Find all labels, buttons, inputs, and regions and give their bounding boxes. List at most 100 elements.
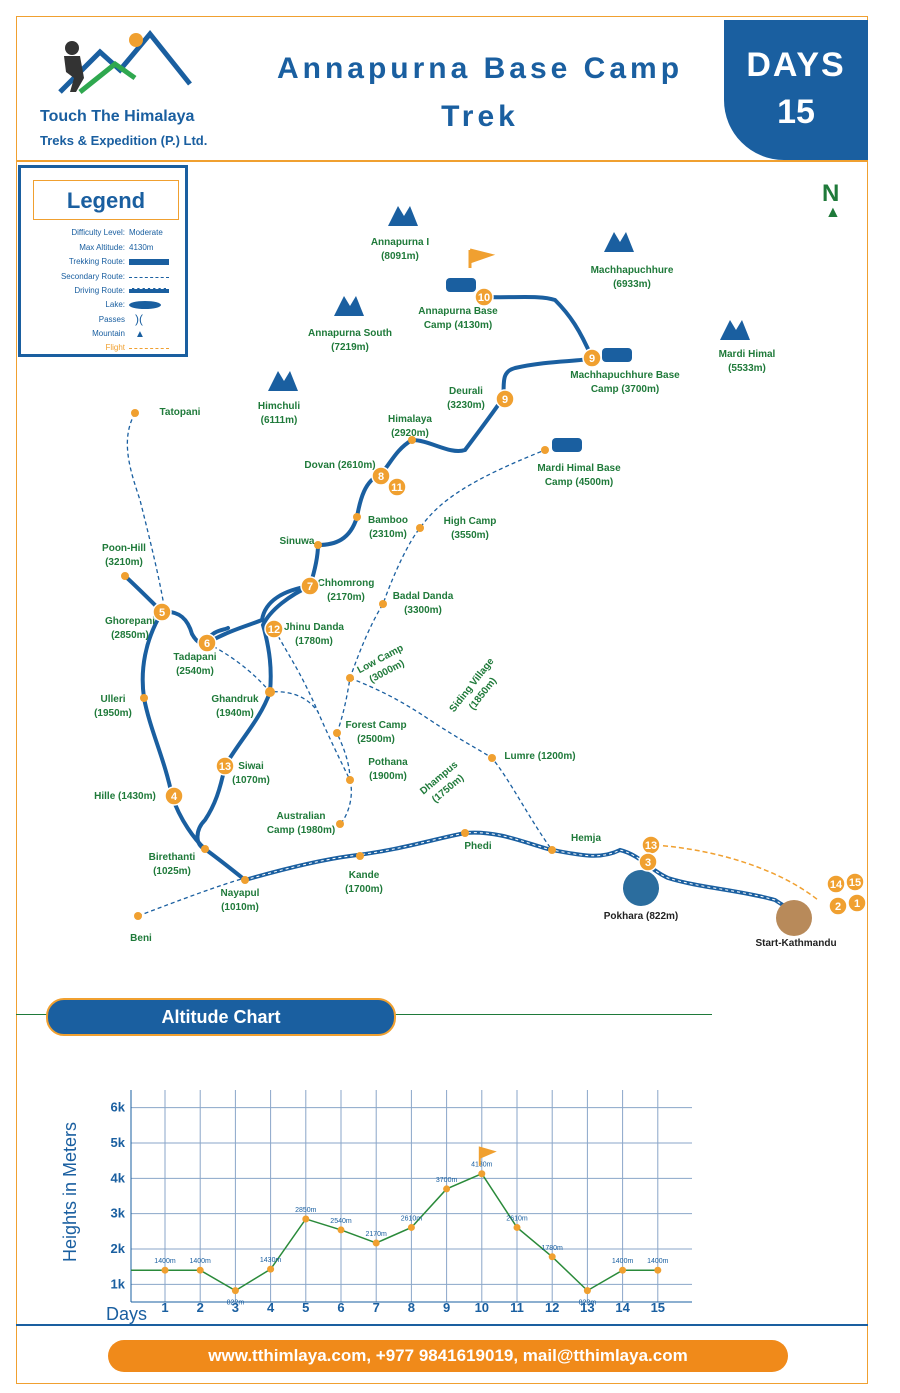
svg-text:10: 10 bbox=[478, 292, 490, 304]
day-marker: 4 bbox=[164, 786, 184, 806]
mountain-label: Mardi Himal(5533m) bbox=[718, 349, 776, 374]
x-tick-label: 7 bbox=[373, 1300, 380, 1315]
pass-icon: )( bbox=[135, 312, 143, 326]
day-marker: 8 bbox=[371, 466, 391, 486]
altitude-data-label: 1400m bbox=[189, 1258, 211, 1265]
day-marker: 9 bbox=[495, 389, 515, 409]
place-label-beni: Beni bbox=[130, 933, 152, 944]
altitude-data-label: 4130m bbox=[471, 1162, 493, 1169]
day-marker: 6 bbox=[197, 633, 217, 653]
day-marker: 13 bbox=[215, 756, 235, 776]
day-marker: 7 bbox=[300, 576, 320, 596]
place-label-bamboo: Bamboo(2310m) bbox=[368, 515, 408, 540]
x-tick-label: 12 bbox=[545, 1300, 559, 1315]
x-axis-label: Days bbox=[106, 1304, 147, 1324]
x-tick-label: 4 bbox=[267, 1300, 275, 1315]
place-label-jhinu: Jhinu Danda(1780m) bbox=[283, 622, 344, 647]
day-marker: 12 bbox=[264, 619, 284, 639]
x-tick-label: 6 bbox=[337, 1300, 344, 1315]
altitude-point bbox=[372, 1239, 380, 1247]
svg-text:15: 15 bbox=[849, 877, 861, 889]
altitude-point bbox=[478, 1170, 486, 1178]
day-marker: 2 bbox=[828, 896, 848, 916]
x-tick-label: 13 bbox=[580, 1300, 594, 1315]
altitude-chart-banner: Altitude Chart bbox=[46, 998, 396, 1036]
y-tick-label: 2k bbox=[111, 1241, 126, 1256]
svg-text:3: 3 bbox=[645, 857, 651, 869]
page-title: Annapurna Base Camp bbox=[276, 52, 684, 85]
altitude-data-label: 2170m bbox=[365, 1231, 387, 1238]
altitude-point bbox=[231, 1287, 239, 1295]
flag-icon bbox=[478, 1146, 497, 1166]
altitude-data-label: 2610m bbox=[506, 1215, 528, 1222]
svg-text:9: 9 bbox=[502, 394, 508, 406]
days-value: 15 bbox=[777, 93, 815, 131]
altitude-point bbox=[161, 1266, 169, 1274]
day-marker: 14 bbox=[826, 874, 846, 894]
flag-icon bbox=[468, 248, 496, 268]
svg-text:13: 13 bbox=[219, 761, 231, 773]
page-frame bbox=[16, 16, 868, 1384]
altitude-data-label: 1400m bbox=[154, 1258, 176, 1265]
x-tick-label: 1 bbox=[161, 1300, 168, 1315]
compass-label: N bbox=[822, 180, 840, 207]
altitude-point bbox=[513, 1223, 521, 1231]
altitude-point bbox=[267, 1265, 275, 1273]
place-label-deurali: Deurali(3230m) bbox=[447, 386, 485, 411]
svg-text:5: 5 bbox=[159, 607, 165, 619]
place-label-ghandruk: Ghandruk(1940m) bbox=[211, 694, 259, 719]
altitude-point bbox=[302, 1215, 310, 1223]
place-label-phedi: Phedi bbox=[464, 841, 492, 852]
altitude-data-label: 2610m bbox=[401, 1215, 423, 1222]
y-tick-label: 3k bbox=[111, 1206, 126, 1221]
x-tick-label: 11 bbox=[510, 1300, 524, 1315]
altitude-data-label: 1400m bbox=[612, 1258, 634, 1265]
place-label-forest-camp: Forest Camp(2500m) bbox=[345, 720, 407, 745]
day-marker: 9 bbox=[582, 348, 602, 368]
company-logo bbox=[40, 22, 230, 102]
altitude-point bbox=[196, 1266, 204, 1274]
place-label-himalaya: Himalaya(2920m) bbox=[388, 414, 432, 439]
x-tick-label: 2 bbox=[197, 1300, 204, 1315]
footer-divider bbox=[16, 1324, 868, 1326]
place-label-tadapani: Tadapani(2540m) bbox=[173, 652, 217, 677]
altitude-data-label: 2850m bbox=[295, 1207, 317, 1214]
place-label-hille: Hille (1430m) bbox=[94, 791, 156, 802]
secondary-route-swatch bbox=[129, 277, 169, 278]
place-label-poon-hill: Poon-Hill(3210m) bbox=[102, 543, 146, 568]
mountain-label: Machhapuchhure(6933m) bbox=[590, 265, 674, 290]
place-label-ulleri: Ulleri(1950m) bbox=[94, 694, 132, 719]
svg-text:1: 1 bbox=[854, 898, 860, 910]
altitude-data-label: 1400m bbox=[647, 1258, 669, 1265]
place-label-lumre: Lumre (1200m) bbox=[504, 751, 576, 762]
days-badge: DAYS 15 bbox=[724, 20, 868, 160]
x-tick-label: 10 bbox=[475, 1300, 489, 1315]
altitude-data-label: 3700m bbox=[436, 1177, 458, 1184]
place-label-high-camp: High Camp(3550m) bbox=[443, 516, 497, 541]
svg-text:14: 14 bbox=[830, 879, 843, 891]
place-label-pokhara: Pokhara (822m) bbox=[603, 911, 679, 922]
altitude-point bbox=[407, 1223, 415, 1231]
header-divider bbox=[16, 160, 868, 162]
y-tick-label: 6k bbox=[111, 1100, 126, 1115]
place-label-tatopani: Tatopani bbox=[159, 407, 201, 418]
altitude-data-label: 1430m bbox=[260, 1257, 282, 1264]
contact-footer: www.tthimlaya.com, +977 9841619019, mail… bbox=[108, 1340, 788, 1372]
page-title-line2: Trek bbox=[441, 100, 519, 133]
mountain-label: Annapurna South(7219m) bbox=[308, 328, 392, 353]
day-marker: 13 bbox=[641, 835, 661, 855]
y-tick-label: 4k bbox=[111, 1170, 126, 1185]
place-label-siwai: Siwai(1070m) bbox=[232, 761, 270, 786]
x-tick-label: 5 bbox=[302, 1300, 309, 1315]
compass: N ▲ bbox=[822, 180, 841, 222]
svg-text:9: 9 bbox=[589, 353, 595, 365]
place-label-birethanti: Birethanti(1025m) bbox=[148, 852, 196, 877]
svg-text:8: 8 bbox=[378, 471, 384, 483]
place-label-chhomrong: Chhomrong(2170m) bbox=[317, 578, 375, 603]
